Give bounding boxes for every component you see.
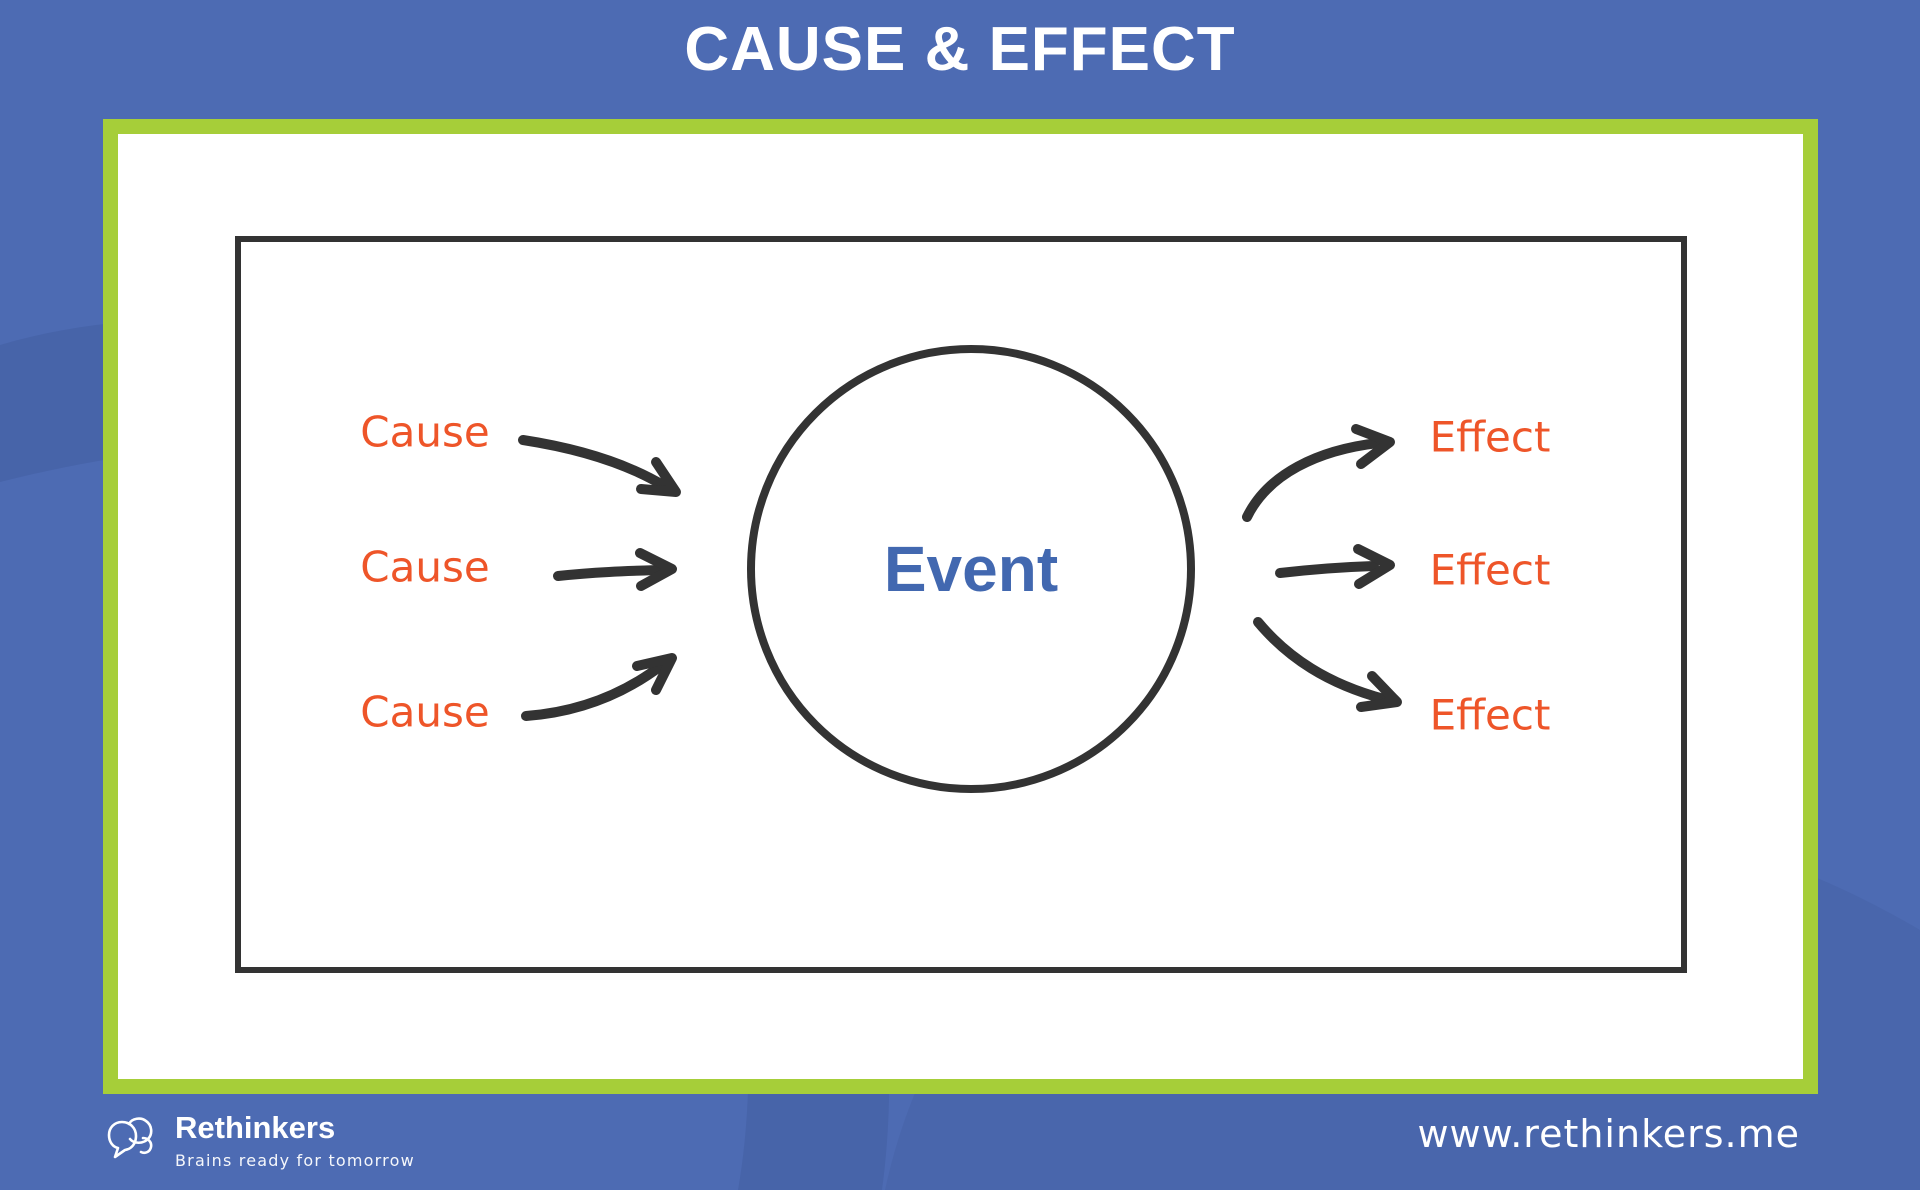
event-label: Event <box>883 533 1059 605</box>
event-circle: Event <box>747 345 1195 793</box>
cause-label-1: Cause <box>360 407 490 457</box>
website-link[interactable]: www.rethinkers.me <box>1417 1112 1800 1156</box>
cause-label-3: Cause <box>360 687 490 737</box>
brand-text: Rethinkers Brains ready for tomorrow <box>175 1110 415 1170</box>
brain-speech-bubbles-icon <box>107 1117 153 1159</box>
effect-label-2: Effect <box>1429 545 1551 595</box>
brand-name: Rethinkers <box>175 1110 336 1145</box>
brand-tagline: Brains ready for tomorrow <box>175 1150 415 1170</box>
effect-label-3: Effect <box>1429 690 1551 740</box>
cause-label-2: Cause <box>360 542 490 592</box>
brand-lockup: Rethinkers Brains ready for tomorrow <box>105 1110 415 1170</box>
page-title: CAUSE & EFFECT <box>684 15 1236 84</box>
effect-label-1: Effect <box>1429 412 1551 462</box>
